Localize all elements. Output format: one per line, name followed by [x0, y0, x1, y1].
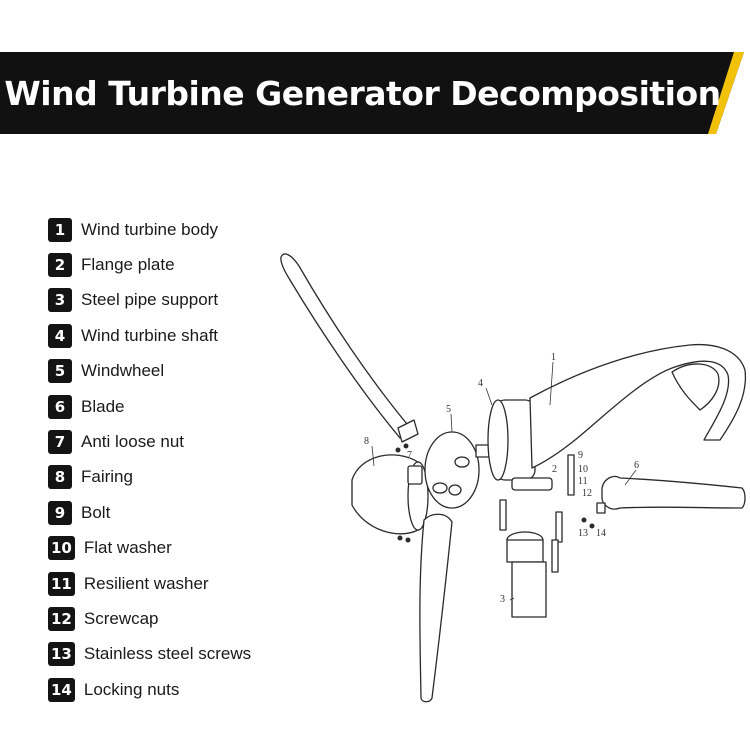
- legend-label: Wind turbine body: [81, 219, 219, 239]
- legend-number-badge: 7: [48, 430, 72, 455]
- callout-3: 3: [500, 594, 505, 605]
- locking-nut: [589, 523, 595, 529]
- lower-blade: [419, 513, 453, 703]
- callout-14: 14: [596, 528, 606, 539]
- tail-fin: [671, 363, 720, 411]
- legend-item: 1 Wind turbine body: [48, 212, 278, 247]
- callout-9: 9: [578, 450, 583, 461]
- legend-number-badge: 3: [48, 288, 72, 313]
- windwheel-hub: [424, 431, 480, 509]
- hub-slot: [448, 484, 462, 496]
- legend-number-badge: 5: [48, 359, 72, 384]
- legend-number-badge: 8: [48, 465, 72, 490]
- leader-line: [509, 597, 515, 601]
- leader-line: [549, 361, 554, 406]
- callout-7: 7: [407, 450, 412, 461]
- steel-pipe: [511, 561, 547, 618]
- screw: [403, 443, 409, 449]
- legend-item: 6 Blade: [48, 389, 278, 424]
- legend-item: 7 Anti loose nut: [48, 424, 278, 459]
- right-blade: [601, 475, 746, 510]
- screw: [395, 447, 401, 453]
- bolt: [551, 539, 559, 573]
- legend-number-badge: 2: [48, 253, 72, 278]
- legend-item: 8 Fairing: [48, 460, 278, 495]
- legend-item: 3 Steel pipe support: [48, 283, 278, 318]
- legend-label: Steel pipe support: [81, 290, 219, 310]
- legend-number-badge: 1: [48, 217, 72, 242]
- legend-label: Wind turbine shaft: [81, 325, 219, 345]
- callout-2: 2: [552, 464, 557, 475]
- callout-11: 11: [578, 476, 588, 487]
- legend-number-badge: 9: [48, 500, 72, 525]
- leader-line: [371, 445, 375, 467]
- legend-item: 4 Wind turbine shaft: [48, 318, 278, 353]
- legend-label: Resilient washer: [83, 573, 209, 593]
- legend-number-badge: 6: [48, 394, 72, 419]
- pipe-flange-body: [506, 539, 544, 563]
- upper-blade-root: [397, 419, 419, 443]
- callout-12: 12: [582, 488, 592, 499]
- leader-line: [624, 469, 637, 486]
- legend-label: Windwheel: [81, 361, 165, 381]
- banner-accent-stripe: [708, 52, 744, 134]
- generator-face: [487, 399, 509, 481]
- blade-screw: [596, 502, 606, 514]
- hub-slot: [454, 456, 470, 468]
- screw: [405, 537, 411, 543]
- callout-6: 6: [634, 460, 639, 471]
- legend-item: 5 Windwheel: [48, 354, 278, 389]
- bolt: [555, 511, 563, 543]
- legend-item: 14 Locking nuts: [48, 672, 278, 707]
- bolt: [499, 499, 507, 531]
- legend-item: 13 Stainless steel screws: [48, 637, 278, 672]
- legend-label: Stainless steel screws: [83, 644, 252, 664]
- callout-4: 4: [478, 378, 483, 389]
- callout-8: 8: [364, 436, 369, 447]
- legend-number-badge: 12: [48, 606, 75, 631]
- legend-item: 10 Flat washer: [48, 531, 278, 566]
- legend-label: Flat washer: [83, 538, 172, 558]
- legend-label: Anti loose nut: [81, 432, 185, 452]
- locking-nut: [581, 517, 587, 523]
- legend-number-badge: 4: [48, 323, 72, 348]
- callout-10: 10: [578, 464, 588, 475]
- legend-label: Flange plate: [81, 255, 175, 275]
- callout-1: 1: [551, 352, 556, 363]
- page-title: Wind Turbine Generator Decomposition: [4, 73, 721, 113]
- banner-background: [0, 52, 744, 134]
- screw: [397, 535, 403, 541]
- flange-plate: [511, 477, 553, 491]
- legend-item: 11 Resilient washer: [48, 566, 278, 601]
- legend-label: Fairing: [81, 467, 133, 487]
- legend-label: Blade: [81, 396, 125, 416]
- legend-number-badge: 11: [48, 571, 75, 596]
- leader-line: [450, 413, 453, 433]
- leader-line: [485, 387, 493, 406]
- exploded-turbine-diagram: 1 2 3 4 5 6 7 8 9 10 11 12 13 14: [280, 253, 747, 703]
- legend-item: 9 Bolt: [48, 495, 278, 530]
- title-banner: Wind Turbine Generator Decomposition: [0, 52, 750, 134]
- legend-number-badge: 14: [48, 677, 75, 702]
- bolt: [567, 454, 575, 496]
- callout-13: 13: [578, 528, 588, 539]
- legend-label: Bolt: [81, 502, 111, 522]
- legend-number-badge: 10: [48, 536, 75, 561]
- legend-label: Screwcap: [83, 608, 159, 628]
- legend-number-badge: 13: [48, 642, 75, 667]
- parts-legend: 1 Wind turbine body 2 Flange plate 3 Steel …: [48, 212, 278, 707]
- legend-label: Locking nuts: [83, 679, 180, 699]
- legend-item: 12 Screwcap: [48, 601, 278, 636]
- anti-loose-nut: [407, 465, 423, 485]
- callout-5: 5: [446, 404, 451, 415]
- upper-blade: [280, 253, 413, 439]
- hub-slot: [432, 482, 448, 494]
- turbine-body: [529, 343, 747, 469]
- legend-item: 2 Flange plate: [48, 247, 278, 282]
